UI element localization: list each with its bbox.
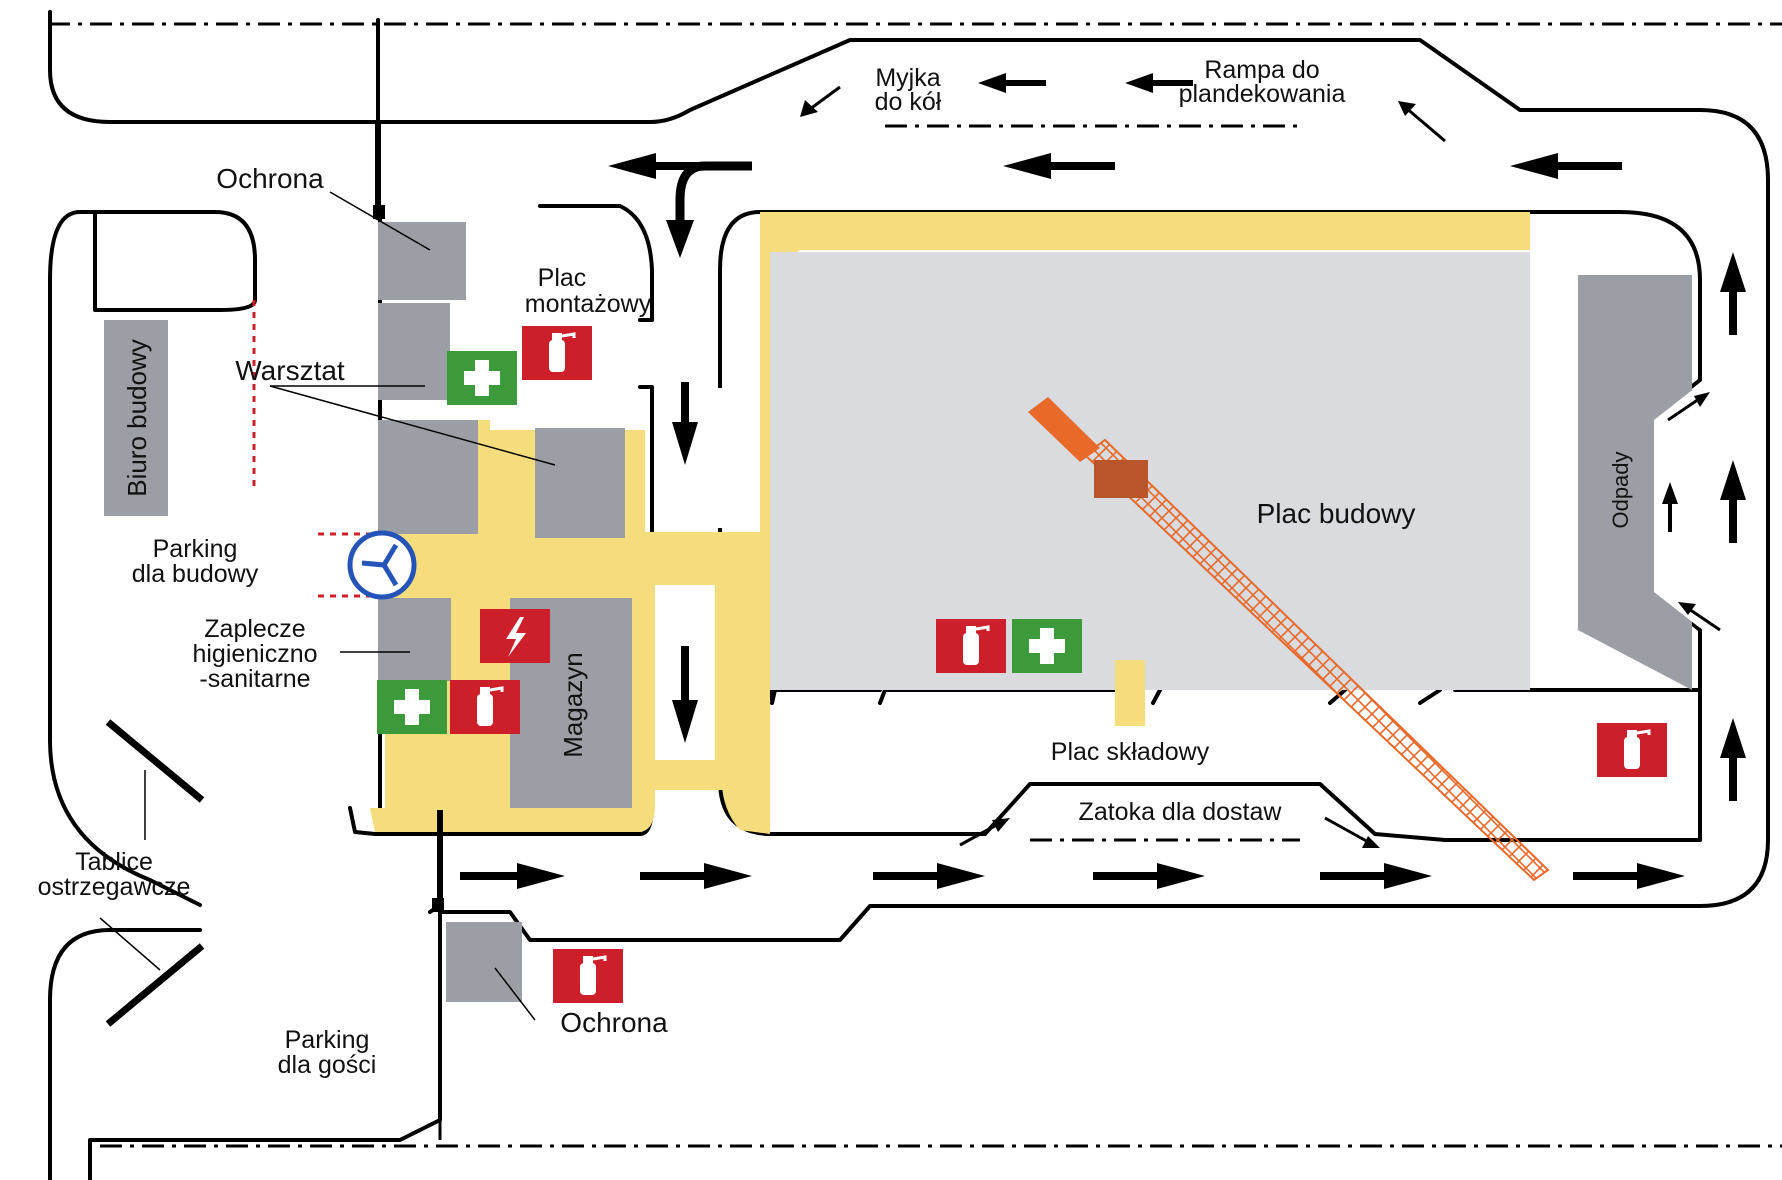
label-zatoka: Zatoka dla dostaw	[1079, 798, 1283, 826]
fire-extinguisher-icon	[520, 324, 594, 382]
label-rampa-2: plandekowania	[1179, 80, 1346, 108]
security-booth-bottom	[446, 922, 522, 1002]
label-tablice-1: Tablice	[75, 848, 153, 876]
high-voltage-icon	[480, 609, 550, 663]
label-parking-gosci-1: Parking	[285, 1026, 370, 1054]
traffic-mirror-icon	[347, 530, 417, 600]
label-rampa-1: Rampa do	[1204, 56, 1319, 84]
sanitary-building	[378, 598, 451, 681]
fire-extinguisher-icon	[1595, 721, 1669, 779]
fire-extinguisher-icon	[448, 678, 522, 736]
label-plac-budowy: Plac budowy	[1257, 498, 1416, 529]
label-zaplecze-3: -sanitarne	[199, 665, 310, 693]
warehouse-annex	[535, 428, 625, 538]
workshop-building	[378, 303, 450, 400]
buildings	[104, 222, 1700, 1002]
first-aid-icon	[1012, 619, 1082, 673]
first-aid-icon	[377, 680, 447, 734]
yellow-yard	[370, 212, 1530, 834]
label-plac-montazowy-2: montażowy	[525, 290, 652, 318]
fire-extinguisher-icon	[551, 947, 625, 1005]
traffic-arrows	[460, 73, 1746, 889]
label-ochrona-top: Ochrona	[216, 163, 324, 194]
label-plac-montazowy-1: Plac	[538, 264, 587, 292]
label-magazyn: Magazyn	[558, 652, 588, 758]
fire-extinguisher-icon	[934, 617, 1008, 675]
workshop-annex	[378, 420, 478, 534]
label-zaplecze-1: Zaplecze	[204, 615, 305, 643]
label-plac-skladowy: Plac składowy	[1051, 738, 1210, 766]
label-odpady: Odpady	[1608, 451, 1633, 528]
site-office-building	[104, 320, 168, 516]
label-ochrona-bottom: Ochrona	[560, 1007, 668, 1038]
label-warsztat: Warsztat	[235, 355, 345, 386]
label-myjka-1: Myjka	[875, 64, 940, 92]
first-aid-icon	[447, 351, 517, 405]
security-booth-top	[378, 222, 466, 300]
warning-boards	[105, 719, 205, 1027]
label-parking-gosci-2: dla gości	[278, 1051, 377, 1079]
label-parking-budowy-1: Parking	[153, 535, 238, 563]
label-tablice-2: ostrzegawcze	[38, 873, 191, 901]
label-myjka-2: do kół	[875, 88, 942, 116]
label-biuro-budowy: Biuro budowy	[122, 339, 152, 497]
label-parking-budowy-2: dla budowy	[132, 560, 259, 588]
leader-lines	[99, 191, 556, 1021]
label-zaplecze-2: higieniczno	[192, 640, 317, 668]
labels: Myjka do kół Rampa do plandekowania Ochr…	[38, 56, 1633, 1079]
tower-crane-icon	[1028, 397, 1550, 882]
